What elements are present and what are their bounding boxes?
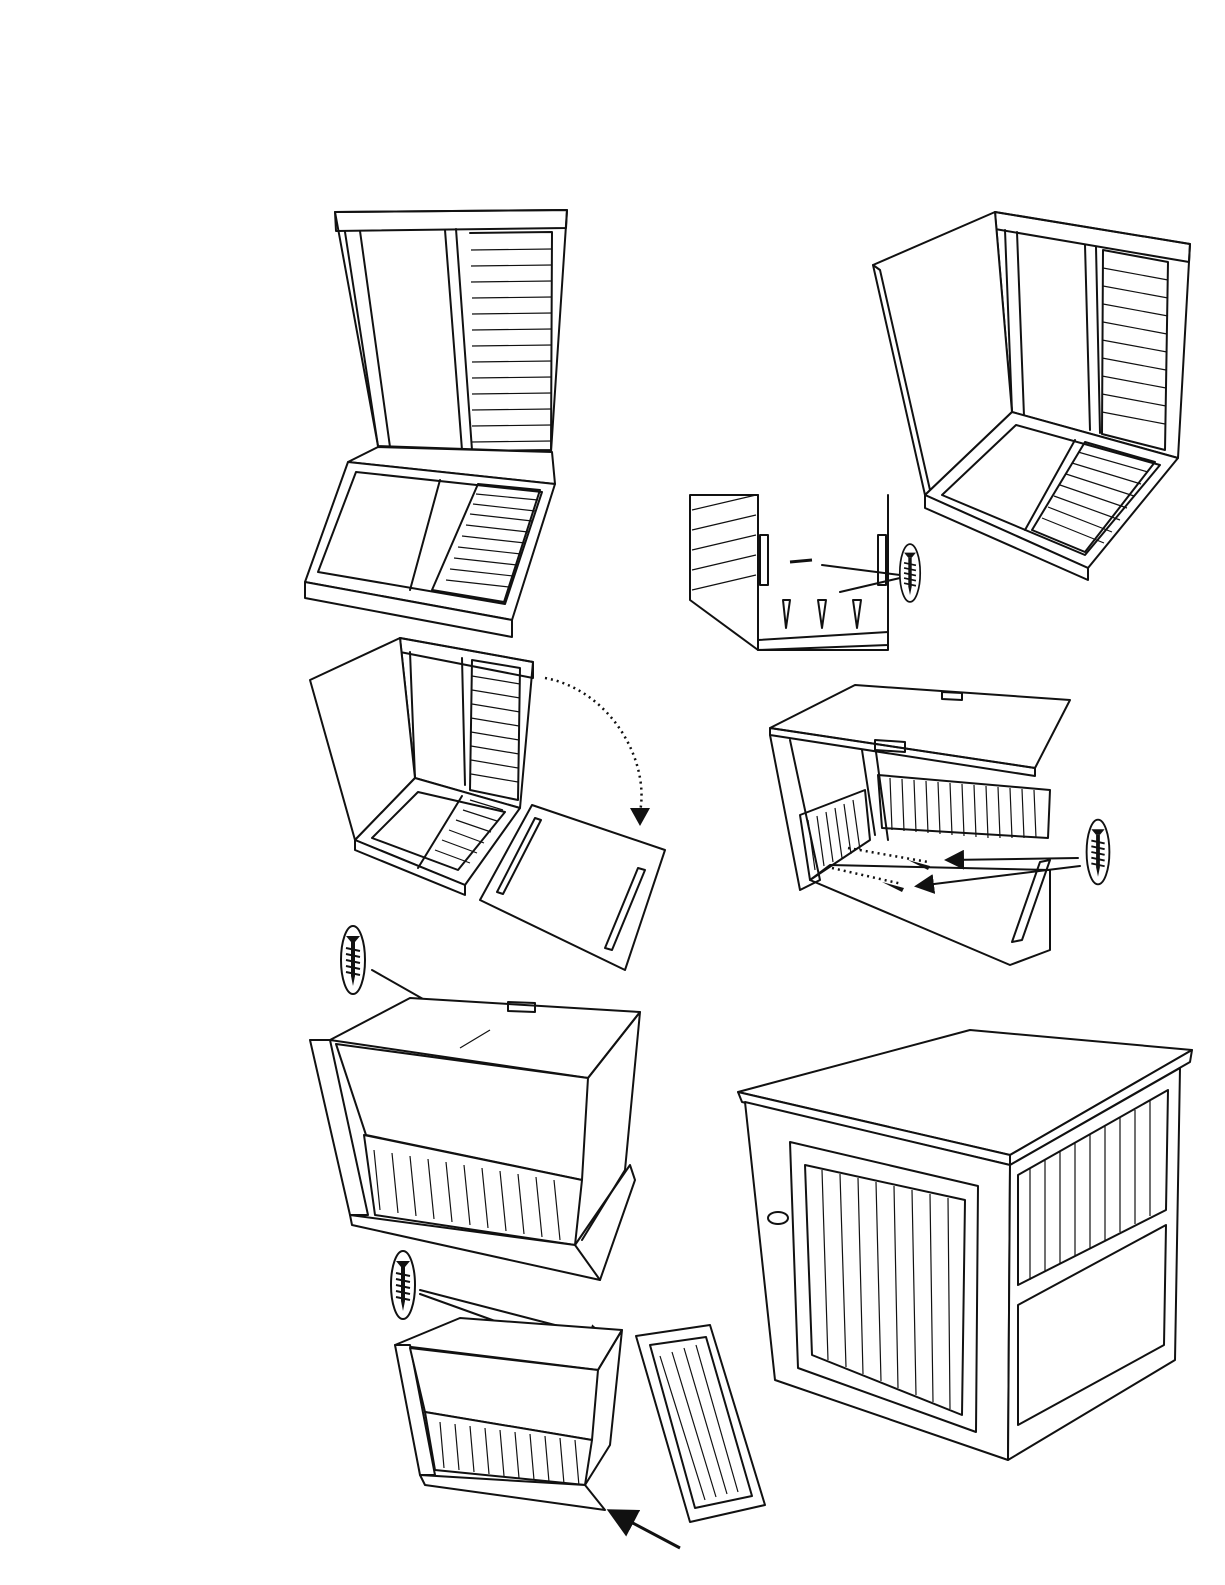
- step-3-illustration: [690, 495, 920, 650]
- step-7-illustration: [391, 1251, 765, 1548]
- step-5-illustration: [770, 685, 1109, 965]
- step-1-illustration: [305, 210, 567, 637]
- step-8-illustration: [738, 1030, 1192, 1460]
- step-2-illustration: [873, 212, 1190, 580]
- step-4-illustration: [310, 638, 665, 970]
- step-6-illustration: [310, 926, 640, 1280]
